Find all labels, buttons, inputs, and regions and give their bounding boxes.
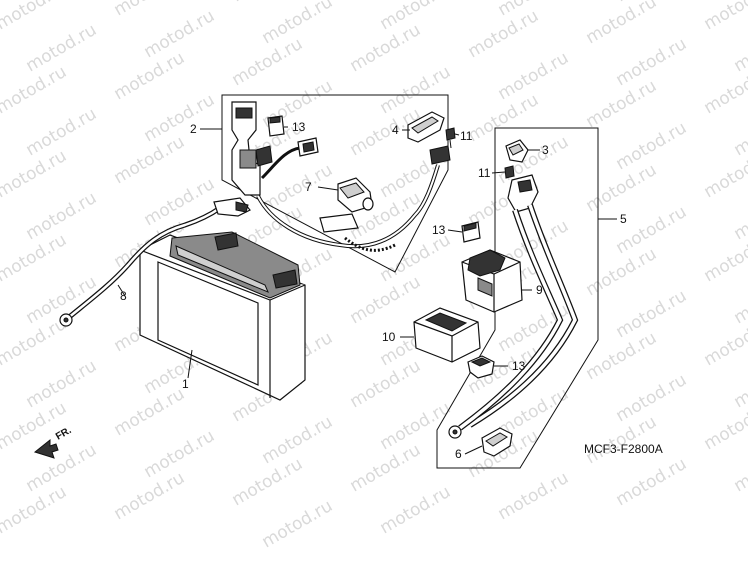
terminal-cover-3 <box>505 139 529 163</box>
terminal-boot-6 <box>481 427 513 457</box>
relay-holder-10 <box>413 307 481 363</box>
watermark-text: motod.ru <box>583 0 661 48</box>
callout-4: 4 <box>392 123 399 137</box>
negative-cable <box>59 197 251 327</box>
watermark-text: motod.ru <box>701 0 748 34</box>
fuse-13c <box>467 355 495 379</box>
fuse-13b <box>461 221 481 243</box>
watermark-text: motod.ru <box>613 454 691 510</box>
watermark-text: motod.ru <box>377 482 455 538</box>
front-direction-arrow <box>33 438 59 459</box>
callout-11a: 11 <box>460 129 473 143</box>
watermark-text: motod.ru <box>731 440 748 496</box>
watermark-text: motod.ru <box>111 0 189 20</box>
fuse-13a <box>267 115 285 137</box>
assembly-box-2 <box>221 94 449 273</box>
callout-1: 1 <box>182 377 189 391</box>
watermark-text: motod.ru <box>731 356 748 412</box>
watermark-text: motod.ru <box>0 0 70 34</box>
watermark-text: motod.ru <box>731 272 748 328</box>
callout-7: 7 <box>305 180 312 194</box>
watermark-text: motod.ru <box>731 104 748 160</box>
callout-11b: 11 <box>478 166 491 180</box>
bolt-11b <box>504 165 515 179</box>
callout-8: 8 <box>120 289 127 303</box>
battery <box>139 231 306 401</box>
relay-cover-7 <box>337 177 374 213</box>
starter-relay-9 <box>461 249 523 313</box>
callout-6: 6 <box>455 447 462 461</box>
positive-cable <box>448 174 579 439</box>
fuse-harness <box>231 101 451 252</box>
callout-13b: 13 <box>432 223 446 237</box>
callout-2: 2 <box>190 122 197 136</box>
front-direction-label: FR. <box>54 425 74 443</box>
watermark-text: motod.ru <box>731 188 748 244</box>
callout-9: 9 <box>536 283 543 297</box>
watermark-text: motod.ru <box>731 20 748 76</box>
diagram-code: MCF3-F2800A <box>584 442 663 456</box>
bolt-11a <box>445 127 456 149</box>
callout-3: 3 <box>542 143 549 157</box>
callout-13c: 13 <box>512 359 526 373</box>
callout-5: 5 <box>620 212 627 226</box>
watermark-text: motod.ru <box>495 468 573 524</box>
terminal-cover-4 <box>407 111 445 143</box>
leader-lines <box>117 126 617 455</box>
watermark-text: motod.ru <box>259 496 337 552</box>
watermark-text: motod.ru <box>229 0 307 6</box>
callout-13a: 13 <box>292 120 306 134</box>
callout-10: 10 <box>382 330 396 344</box>
